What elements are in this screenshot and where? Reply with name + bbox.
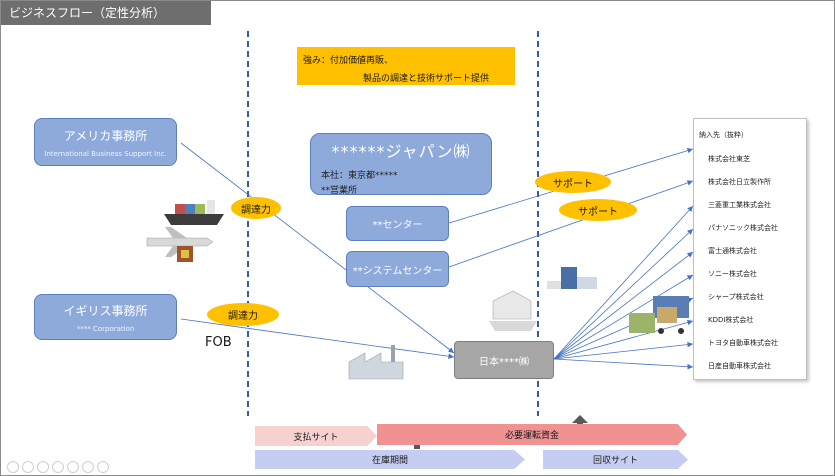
customer-list-header: 納入先（抜粋）	[699, 131, 748, 139]
arrow-us-to-nihon	[180, 142, 455, 354]
us-office-box: アメリカ事務所 International Business Support I…	[34, 118, 177, 166]
customer-item: 三菱重工業株式会社	[708, 201, 771, 209]
arrow-system-support	[448, 180, 694, 268]
arrow-uk-to-nihon	[180, 318, 455, 360]
uk-office-sub: **** Corporation	[76, 324, 135, 333]
slideshow-controls[interactable]	[7, 461, 109, 473]
uk-office-box: イギリス事務所 **** Corporation	[34, 294, 177, 340]
strength-callout: 強み：付加価値再販、 製品の調達と技術サポート提供	[297, 47, 515, 85]
slides-icon[interactable]	[52, 461, 64, 473]
customer-arrows	[553, 205, 694, 370]
warehouse-icon	[489, 290, 537, 331]
collection-site-band: 回収サイト	[543, 450, 688, 469]
factory-icon	[348, 345, 404, 380]
fob-label: FOB	[205, 335, 232, 350]
more-icon[interactable]	[97, 461, 109, 473]
center-box: **センター	[346, 206, 449, 241]
customer-item: 日産自動車株式会社	[708, 362, 771, 370]
customer-item: トヨタ自動車株式会社	[708, 339, 778, 347]
customer-item: 株式会社東芝	[708, 155, 750, 163]
payment-site-band: 支払サイト	[255, 426, 377, 446]
hq-line-1: 本社：東京都*****	[321, 171, 398, 181]
customer-item: ソニー株式会社	[708, 270, 757, 278]
procure-oval-1: 調達力	[231, 197, 281, 219]
slide-title: ビジネスフロー（定性分析）	[1, 1, 211, 25]
us-office-name: アメリカ事務所	[63, 128, 148, 143]
strength-line-1: 強み：付加価値再販、	[303, 56, 394, 66]
prev-icon[interactable]	[7, 461, 19, 473]
customer-item: パナソニック株式会社	[708, 224, 778, 232]
arrow-up-right	[572, 415, 588, 429]
us-office-sub: International Business Support Inc.	[44, 149, 167, 158]
hq-box: ******ジャパン㈱ 本社：東京都***** **営業所	[310, 133, 492, 196]
uk-office-name: イギリス事務所	[63, 303, 148, 318]
truck-icon	[629, 296, 689, 334]
hq-name: ******ジャパン㈱	[331, 142, 471, 161]
customer-item: シャープ株式会社	[708, 293, 764, 301]
customer-item: KDDI株式会社	[708, 316, 754, 324]
support-oval-2: サポート	[559, 199, 637, 221]
procure-oval-2: 調達力	[207, 303, 279, 326]
nihon-box: 日本****㈱	[454, 341, 554, 379]
zoom-icon[interactable]	[67, 461, 79, 473]
airplane-icon	[146, 227, 214, 262]
pen-icon[interactable]	[37, 461, 49, 473]
customer-item: 株式会社日立製作所	[708, 178, 771, 186]
camera-icon[interactable]	[82, 461, 94, 473]
building-icon	[547, 267, 597, 289]
next-icon[interactable]	[22, 461, 34, 473]
cargo-ship-icon	[164, 200, 224, 225]
hq-line-2: **営業所	[321, 186, 358, 196]
inventory-period-band: 在庫期間	[255, 450, 525, 469]
support-oval-1: サポート	[535, 171, 611, 193]
customer-list: 納入先（抜粋） 株式会社東芝 株式会社日立製作所 三菱重工業株式会社 パナソニッ…	[693, 118, 807, 380]
working-capital-band: 必要運転資金	[377, 424, 687, 445]
customer-item: 富士通株式会社	[708, 247, 757, 255]
system-center-box: **システムセンター	[346, 251, 449, 287]
strength-line-2: 製品の調達と技術サポート提供	[363, 74, 490, 84]
